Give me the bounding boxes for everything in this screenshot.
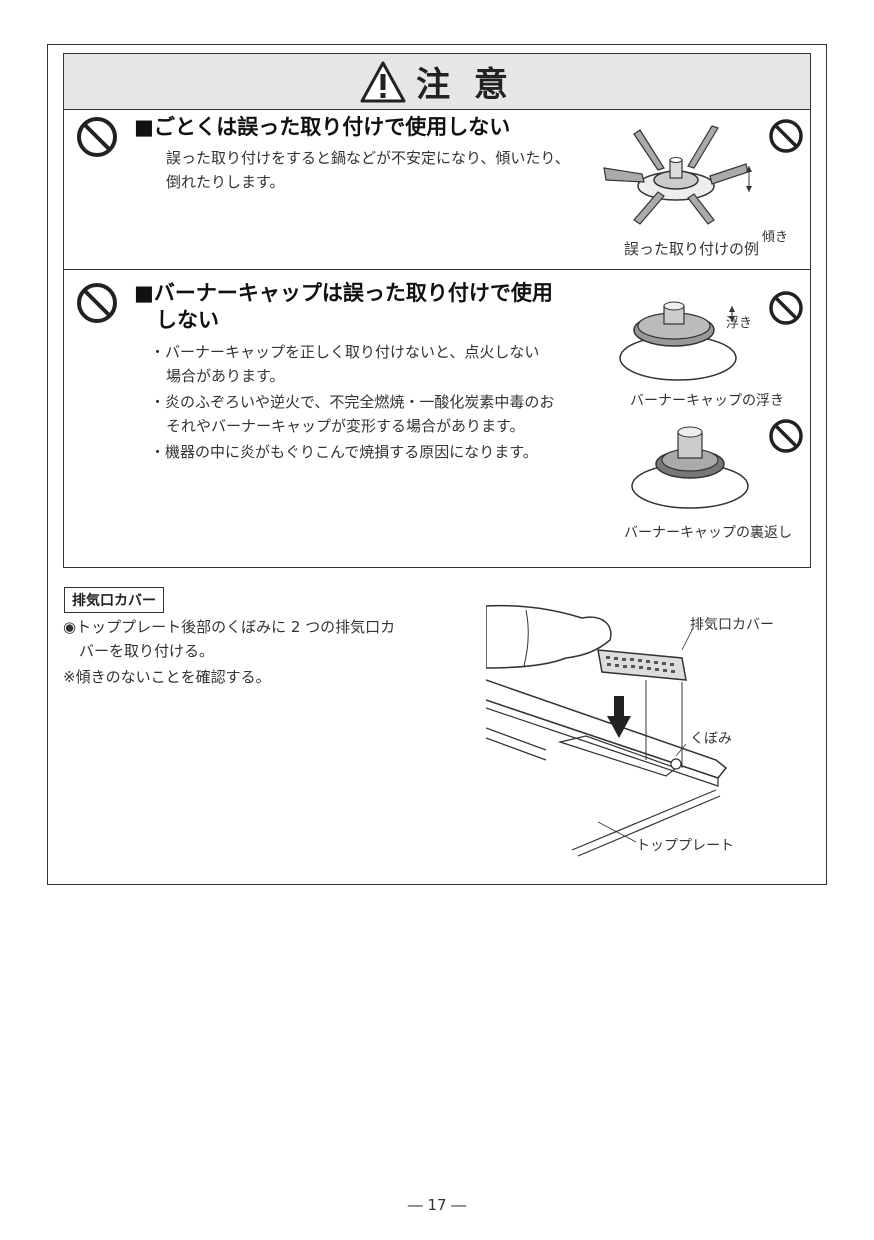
section2-heading-1: ■バーナーキャップは誤った取り付けで使用 xyxy=(134,281,553,305)
label-top-plate: トッププレート xyxy=(636,838,734,854)
exhaust-line-2: バーを取り付ける。 xyxy=(79,642,215,660)
warning-triangle-icon xyxy=(360,61,406,102)
section-burner-cap: ■バーナーキャップは誤った取り付けで使用 しない ・バーナーキャップを正しく取り… xyxy=(64,270,810,567)
section1-line-1: 誤った取り付けをすると鍋などが不安定になり、傾いたり、 xyxy=(166,149,570,167)
page-number: ― 17 ― xyxy=(407,1196,467,1214)
burner-cap-float-illustration xyxy=(619,301,737,381)
section-trivet: ■ごとくは誤った取り付けで使用しない 誤った取り付けをすると鍋などが不安定になり… xyxy=(64,110,810,270)
section2-heading-2: しない xyxy=(156,308,219,332)
prohibition-icon xyxy=(769,419,803,453)
burner-cap-inverted-illustration xyxy=(631,426,749,509)
bullet-2-line-1: ・炎のふぞろいや逆火で、不完全燃焼・一酸化炭素中毒のお xyxy=(150,393,555,411)
section2-figure2-caption: バーナーキャップの裏返し xyxy=(624,525,792,541)
bullet-1-line-1: ・バーナーキャップを正しく取り付けないと、点火しない xyxy=(150,343,540,361)
section1-figure-caption: 誤った取り付けの例 xyxy=(624,240,760,258)
label-exhaust-cover: 排気口カバー xyxy=(690,617,774,633)
float-label: 浮き xyxy=(726,316,753,331)
section1-heading: ■ごとくは誤った取り付けで使用しない xyxy=(134,115,511,139)
prohibition-icon xyxy=(769,291,803,325)
caution-title: 注 意 xyxy=(416,65,514,105)
bullet-3-line-1: ・機器の中に炎がもぐりこんで焼損する原因になります。 xyxy=(150,443,538,461)
tilt-label: 傾き xyxy=(762,230,789,245)
exhaust-cover-illustration xyxy=(486,604,728,857)
bullet-1-line-2: 場合があります。 xyxy=(166,367,285,385)
prohibition-icon xyxy=(769,119,803,153)
section1-line-2: 倒れたりします。 xyxy=(166,173,285,191)
exhaust-box-label: 排気口カバー xyxy=(64,587,164,613)
caution-header: 注 意 xyxy=(64,54,810,110)
prohibition-icon xyxy=(77,117,117,157)
exhaust-line-3: ※傾きのないことを確認する。 xyxy=(63,668,271,686)
bullet-2-line-2: それやバーナーキャップが変形する場合があります。 xyxy=(166,417,525,435)
page-frame xyxy=(47,44,827,885)
prohibition-icon xyxy=(77,283,117,323)
caution-box: 注 意 ■ごとくは誤った取り付けで使用しない 誤った取り付けをすると鍋などが不安… xyxy=(63,53,811,568)
trivet-illustration xyxy=(603,125,752,225)
exhaust-line-1: ◉トッププレート後部のくぼみに 2 つの排気口カ xyxy=(63,618,396,636)
label-recess: くぼみ xyxy=(690,731,732,747)
section2-figure1-caption: バーナーキャップの浮き xyxy=(630,393,784,409)
